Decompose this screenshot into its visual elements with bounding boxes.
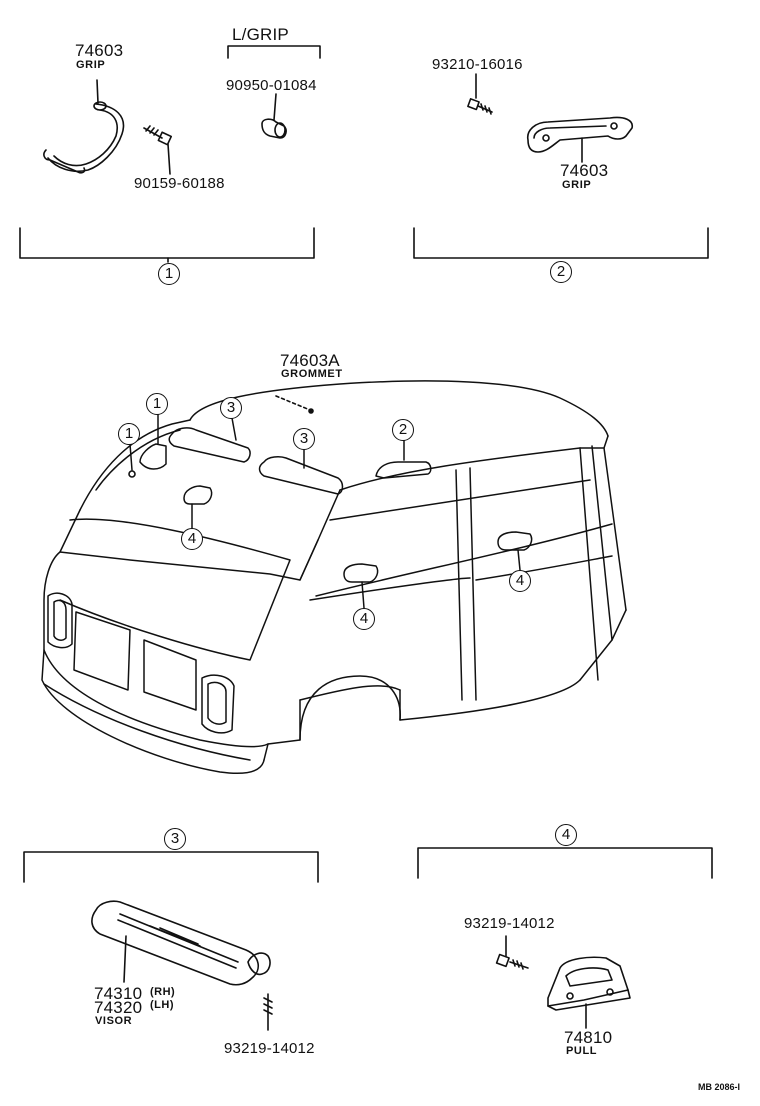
group1-screw-drawing bbox=[143, 125, 173, 175]
group2-grip-part-number: 74603 bbox=[560, 161, 609, 180]
vehicle-callout-1b: 1 bbox=[118, 423, 140, 445]
pull-name: PULL bbox=[566, 1045, 598, 1057]
group4-screw-part-number: 93219-14012 bbox=[464, 915, 555, 932]
group3-screw-part-number: 93219-14012 bbox=[224, 1040, 315, 1057]
group1-screw-part-number: 90159-60188 bbox=[134, 175, 225, 192]
vehicle-callout-4a: 4 bbox=[181, 528, 203, 550]
group4-bracket bbox=[417, 847, 713, 879]
vehicle-callout-4c: 4 bbox=[509, 570, 531, 592]
vehicle-callout-4b: 4 bbox=[353, 608, 375, 630]
group4-callout: 4 bbox=[555, 824, 577, 846]
lgrip-point-on-body bbox=[128, 470, 136, 478]
grommet-name: GROMMET bbox=[281, 368, 343, 380]
group4-screw-drawing bbox=[495, 935, 529, 970]
grommet-leader bbox=[275, 395, 311, 411]
visor-lh-side: (LH) bbox=[150, 999, 174, 1011]
lgrip-bracket bbox=[227, 45, 321, 59]
vehicle-callout-2: 2 bbox=[392, 419, 414, 441]
diagram-code: MB 2086-I bbox=[698, 1082, 741, 1092]
visor-drawing bbox=[91, 900, 273, 1031]
group1-grip-part-number: 74603 bbox=[75, 41, 124, 60]
group2-screw-part-number: 93210-16016 bbox=[432, 56, 523, 73]
group2-grip-name: GRIP bbox=[562, 179, 592, 191]
lgrip-plug-drawing bbox=[261, 93, 287, 139]
group2-bracket bbox=[413, 227, 709, 259]
visor-name: VISOR bbox=[95, 1015, 133, 1027]
group1-grip-drawing bbox=[43, 79, 125, 174]
vehicle-callout-3b: 3 bbox=[293, 428, 315, 450]
group2-callout: 2 bbox=[550, 261, 572, 283]
group1-grip-name: GRIP bbox=[76, 59, 106, 71]
group3-callout: 3 bbox=[164, 828, 186, 850]
vehicle-callout-3a: 3 bbox=[220, 397, 242, 419]
group3-bracket bbox=[23, 851, 319, 883]
visor-rh-side: (RH) bbox=[150, 986, 176, 998]
group1-bracket bbox=[19, 227, 315, 259]
pull-drawing bbox=[547, 956, 631, 1029]
lgrip-part-number: 90950-01084 bbox=[226, 77, 317, 94]
group2-grip-drawing bbox=[526, 116, 634, 163]
visor-lh-part-number: 74320 bbox=[94, 998, 143, 1017]
visor-rh-part-number: 74310 bbox=[94, 984, 143, 1003]
pull-part-number: 74810 bbox=[564, 1028, 613, 1047]
lgrip-label: L/GRIP bbox=[232, 25, 289, 44]
grommet-point bbox=[308, 408, 314, 414]
vehicle-callout-1a: 1 bbox=[146, 393, 168, 415]
group1-callout: 1 bbox=[158, 263, 180, 285]
grommet-part-number: 74603A bbox=[280, 351, 340, 370]
group2-screw-drawing bbox=[467, 73, 493, 115]
